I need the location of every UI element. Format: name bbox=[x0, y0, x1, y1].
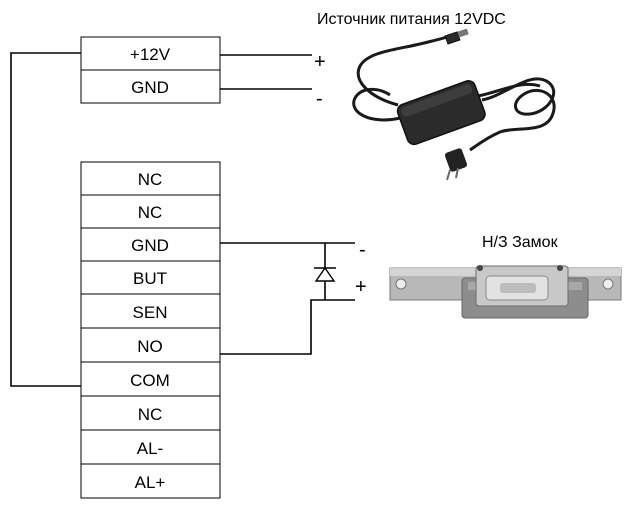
terminal-label-nc-2: NC bbox=[138, 203, 163, 222]
lock-plus-sign: + bbox=[355, 276, 367, 298]
lock-minus-sign: - bbox=[359, 239, 366, 261]
terminal-label-gnd-power: GND bbox=[131, 78, 169, 97]
power-adapter-image bbox=[352, 28, 556, 181]
power-minus-sign: - bbox=[316, 88, 323, 110]
terminal-label-nc-1: NC bbox=[138, 170, 163, 189]
terminal-cell bbox=[80, 194, 221, 229]
terminal-cell bbox=[80, 327, 221, 363]
lock-title: Н/З Замок bbox=[482, 234, 559, 251]
terminal-label-12v: +12V bbox=[130, 45, 171, 64]
terminal-label-but: BUT bbox=[133, 269, 167, 288]
terminal-label-nc-3: NC bbox=[138, 405, 163, 424]
power-plus-sign: + bbox=[314, 51, 326, 73]
terminal-label-sen: SEN bbox=[133, 303, 168, 322]
wire-12v-to-com bbox=[10, 52, 81, 387]
power-terminal-block: +12V GND bbox=[80, 36, 221, 104]
terminal-cell bbox=[80, 395, 221, 431]
electric-lock-image bbox=[389, 265, 622, 319]
terminal-label-com: COM bbox=[130, 371, 170, 390]
terminal-label-gnd: GND bbox=[131, 236, 169, 255]
wires bbox=[10, 52, 355, 387]
terminal-cell bbox=[80, 69, 221, 104]
terminal-cell bbox=[80, 463, 221, 499]
terminal-label-no: NO bbox=[137, 337, 163, 356]
wire-no-to-lock bbox=[220, 299, 355, 355]
terminal-cell bbox=[80, 36, 221, 71]
diode-symbol bbox=[314, 266, 336, 282]
terminal-label-al-minus: AL- bbox=[137, 439, 163, 458]
terminal-label-al-plus: AL+ bbox=[135, 473, 166, 492]
power-supply-title: Источник питания 12VDC bbox=[317, 11, 506, 28]
terminal-cell bbox=[80, 429, 221, 465]
terminal-cell bbox=[80, 260, 221, 295]
terminal-cell bbox=[80, 161, 221, 196]
main-terminal-block: NC NC GND BUT SEN NO COM NC AL- AL+ bbox=[80, 161, 221, 499]
